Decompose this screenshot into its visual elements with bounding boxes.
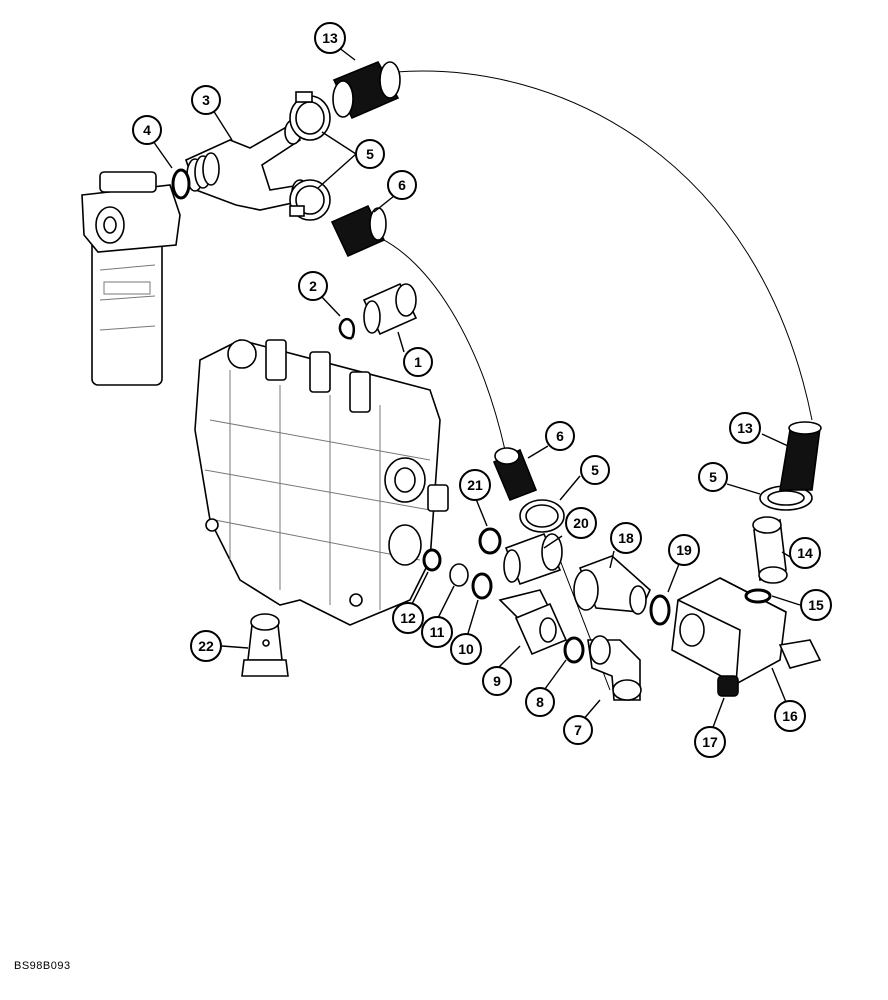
callout-9: 9 — [482, 666, 512, 696]
callout-20: 20 — [565, 507, 597, 539]
hose-route-6 — [375, 235, 506, 451]
callout-15: 15 — [800, 589, 832, 621]
o-ring-15 — [744, 588, 772, 604]
svg-text:20: 20 — [573, 515, 589, 531]
svg-text:14: 14 — [797, 545, 813, 561]
callout-21: 21 — [459, 469, 491, 501]
fitting-20 — [503, 532, 563, 586]
fitting-18 — [573, 555, 651, 615]
svg-text:13: 13 — [737, 420, 753, 436]
o-ring-12 — [422, 548, 442, 572]
callout-5-upper: 5 — [355, 139, 385, 169]
plug-17 — [717, 675, 739, 697]
hose-clamp-lower-2 — [759, 485, 813, 511]
o-ring-8 — [563, 636, 585, 664]
elbow-7 — [587, 635, 642, 701]
washer-11 — [449, 563, 469, 587]
callout-8: 8 — [525, 687, 555, 717]
o-ring-21 — [478, 527, 502, 555]
fitting-14 — [752, 516, 788, 584]
callout-3: 3 — [191, 85, 221, 115]
svg-text:11: 11 — [430, 624, 445, 640]
svg-text:12: 12 — [400, 610, 416, 626]
hose-13-lower — [779, 421, 822, 491]
callout-5-lower: 5 — [580, 455, 610, 485]
callout-7: 7 — [563, 715, 593, 745]
callout-10: 10 — [450, 633, 482, 665]
svg-text:9: 9 — [493, 673, 501, 689]
hose-6-upper — [330, 204, 387, 258]
callout-11: 11 — [421, 616, 453, 648]
hose-clamp-upper-1 — [289, 91, 331, 141]
svg-text:5: 5 — [709, 469, 717, 485]
svg-text:3: 3 — [202, 92, 210, 108]
svg-text:5: 5 — [366, 146, 374, 162]
svg-text:19: 19 — [676, 542, 692, 558]
callout-16: 16 — [774, 700, 806, 732]
callout-6-upper: 6 — [387, 170, 417, 200]
callout-19: 19 — [668, 534, 700, 566]
fitting-9 — [498, 589, 568, 656]
svg-text:18: 18 — [618, 530, 634, 546]
svg-text:10: 10 — [458, 641, 474, 657]
o-ring-19 — [649, 594, 671, 626]
svg-text:2: 2 — [309, 278, 317, 294]
svg-text:6: 6 — [556, 428, 564, 444]
svg-text:13: 13 — [322, 30, 338, 46]
snap-ring-2 — [338, 317, 356, 340]
callout-2: 2 — [298, 271, 328, 301]
svg-text:8: 8 — [536, 694, 544, 710]
hose-6-lower — [492, 447, 538, 502]
callout-5-right: 5 — [698, 462, 728, 492]
svg-text:16: 16 — [782, 708, 798, 724]
callout-17: 17 — [694, 726, 726, 758]
hose-route-13 — [395, 70, 813, 421]
manifold-block-16 — [671, 577, 822, 685]
callout-22: 22 — [190, 630, 222, 662]
callout-1: 1 — [403, 347, 433, 377]
svg-text:22: 22 — [198, 638, 214, 654]
svg-text:6: 6 — [398, 177, 406, 193]
plug-22 — [241, 613, 289, 677]
filter-assembly — [81, 171, 181, 386]
hose-clamp-lower-1 — [519, 499, 565, 533]
svg-text:17: 17 — [702, 734, 718, 750]
svg-text:21: 21 — [467, 477, 483, 493]
svg-text:4: 4 — [143, 122, 151, 138]
callout-6-lower: 6 — [545, 421, 575, 451]
svg-text:1: 1 — [414, 354, 422, 370]
callout-14: 14 — [789, 537, 821, 569]
callout-12: 12 — [392, 602, 424, 634]
hose-13-upper — [332, 60, 401, 120]
svg-text:5: 5 — [591, 462, 599, 478]
document-code: BS98B093 — [14, 960, 71, 972]
callout-18: 18 — [610, 522, 642, 554]
control-valve-body — [194, 339, 449, 626]
callout-4: 4 — [132, 115, 162, 145]
callout-13-upper: 13 — [314, 22, 346, 54]
o-ring-4 — [171, 168, 191, 200]
callout-13-lower: 13 — [729, 412, 761, 444]
svg-text:15: 15 — [808, 597, 824, 613]
o-ring-10 — [471, 572, 493, 600]
svg-text:7: 7 — [574, 722, 582, 738]
fitting-1 — [362, 282, 418, 336]
hose-clamp-upper-2 — [289, 179, 331, 221]
